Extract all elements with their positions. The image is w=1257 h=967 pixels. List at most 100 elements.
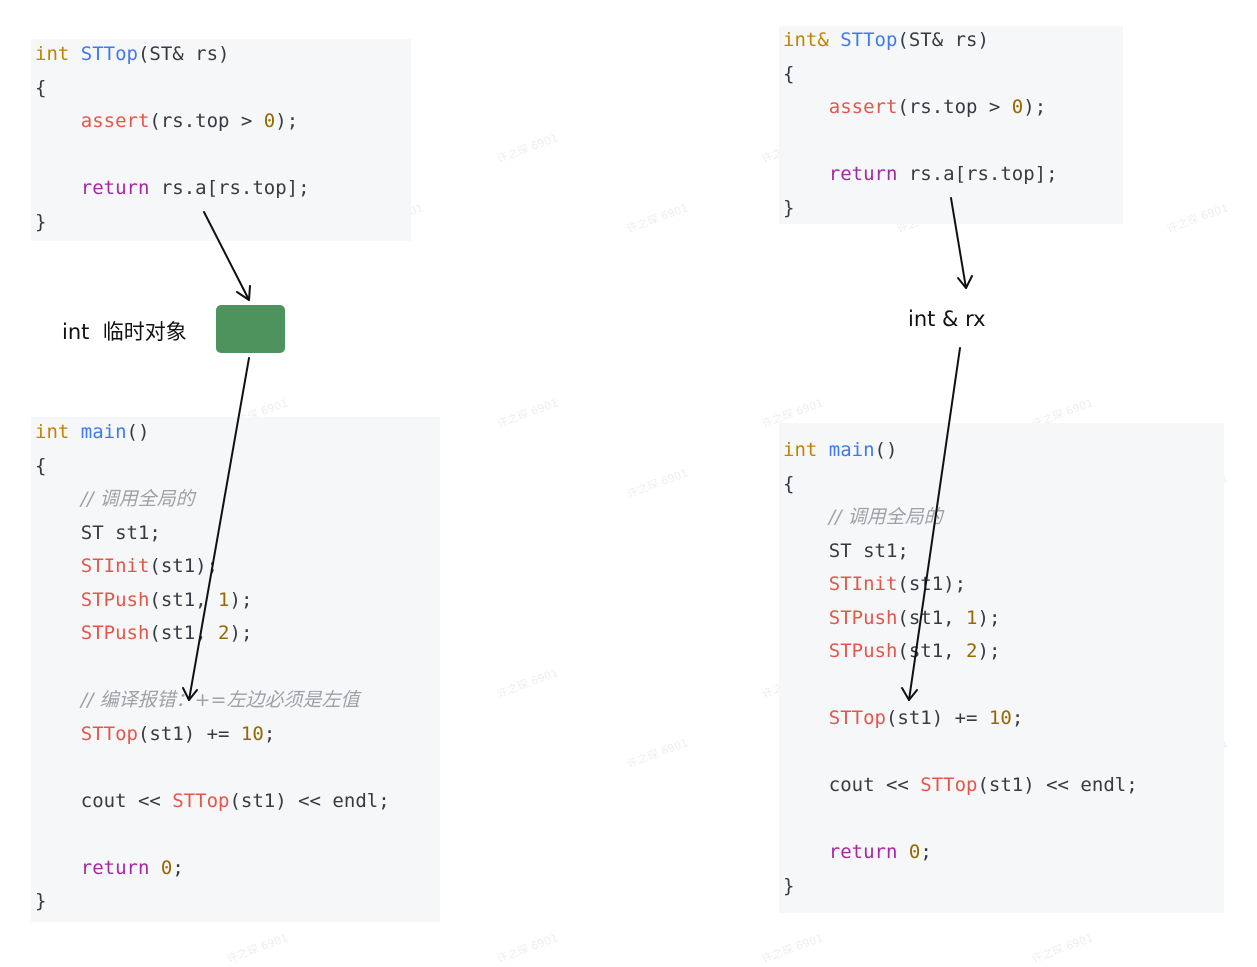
code-token: ; xyxy=(263,722,276,745)
temporary-object-box xyxy=(216,305,285,353)
code-token: return xyxy=(80,856,150,879)
code-token: return xyxy=(828,841,898,863)
left-temp-object-label: int 临时对象 xyxy=(62,320,187,344)
right-main-code-block: int main(){ // 调用全局的 ST st1; STInit(st1)… xyxy=(779,423,1224,913)
code-token: (st1, xyxy=(149,588,219,611)
code-line: cout << STTop(st1) << endl; xyxy=(35,789,390,813)
code-line: return 0; xyxy=(35,856,184,880)
code-line: assert(rs.top > 0); xyxy=(35,109,298,133)
code-token: (st1) << endl; xyxy=(229,789,390,812)
code-token: (rs.top > xyxy=(149,110,264,132)
code-token: (st1, xyxy=(897,640,967,662)
code-token: } xyxy=(783,196,795,219)
code-token: 10 xyxy=(240,722,264,745)
code-token: (ST& rs) xyxy=(897,29,989,51)
code-token: () xyxy=(874,439,898,461)
code-token: (rs.top > xyxy=(897,96,1012,118)
code-line: // 编译报错：+=左边必须是左值 xyxy=(35,688,360,712)
code-token: int xyxy=(783,439,818,461)
code-token: { xyxy=(35,76,47,99)
code-line: // 调用全局的 xyxy=(35,487,195,511)
code-token: // 调用全局的 xyxy=(80,488,195,510)
code-token: 0 xyxy=(1011,96,1024,118)
code-line: int& STTop(ST& rs) xyxy=(783,28,989,52)
code-token: return xyxy=(80,177,150,199)
code-token: () xyxy=(126,421,150,443)
code-line: { xyxy=(35,76,46,100)
code-token: 10 xyxy=(988,707,1012,729)
right-function-code-block: int& STTop(ST& rs){ assert(rs.top > 0); … xyxy=(779,26,1123,224)
code-token: STPush xyxy=(80,622,150,644)
code-token: { xyxy=(783,472,795,495)
code-token: 0 xyxy=(263,110,276,132)
code-token: 1 xyxy=(218,588,230,611)
code-token: { xyxy=(783,62,795,85)
code-token: STPush xyxy=(80,588,150,611)
code-token: (st1) << endl; xyxy=(977,774,1138,796)
code-token: return xyxy=(828,163,898,185)
right-reference-label: int & rx xyxy=(908,307,986,331)
code-token: main xyxy=(80,421,127,443)
code-token: STInit xyxy=(828,573,898,595)
code-line: int main() xyxy=(783,438,897,462)
code-token: ); xyxy=(229,588,253,611)
code-token: (ST& rs) xyxy=(137,43,230,65)
code-token: 1 xyxy=(966,606,978,629)
code-line: int main() xyxy=(35,420,149,444)
code-line: } xyxy=(783,874,794,898)
code-token: 0 xyxy=(908,841,921,863)
code-line: return rs.a[rs.top]; xyxy=(35,176,310,200)
code-token: 0 xyxy=(160,856,173,879)
code-token: // 编译报错：+=左边必须是左值 xyxy=(80,689,360,711)
code-token: ; xyxy=(172,856,184,879)
code-line: { xyxy=(35,454,46,478)
code-line: assert(rs.top > 0); xyxy=(783,95,1046,119)
code-line: return rs.a[rs.top]; xyxy=(783,162,1058,186)
code-line: } xyxy=(783,196,794,220)
code-token: ; xyxy=(1011,707,1024,729)
code-token: 2 xyxy=(218,622,230,644)
code-token: STPush xyxy=(828,606,898,629)
code-token: (st1, xyxy=(897,606,967,629)
code-token: (st1, xyxy=(149,622,219,644)
code-token: STTop xyxy=(80,43,138,65)
code-token: } xyxy=(783,874,795,897)
left-main-code-block: int main() { // 调用全局的 ST st1; STInit (st1)… xyxy=(31,417,440,922)
code-token: STTop xyxy=(172,789,230,812)
code-line: int STTop(ST& rs) xyxy=(35,42,230,66)
code-token: (st1) += xyxy=(885,707,989,729)
code-line: STPush(st1, 1); xyxy=(783,606,1001,630)
code-line: STPush(st1, 1); xyxy=(35,588,253,612)
code-line: ST st1; xyxy=(35,521,161,545)
code-token: ); xyxy=(229,622,253,644)
arrow-temp-object-to-sttop-call xyxy=(182,357,250,701)
code-token: ; xyxy=(920,841,932,863)
code-token: assert xyxy=(828,96,898,118)
code-token: assert xyxy=(80,110,150,132)
code-token: int& xyxy=(783,29,829,51)
code-line: cout << STTop(st1) << endl; xyxy=(783,773,1138,797)
code-line: STPush(st1, 2); xyxy=(783,639,1001,663)
code-token: main xyxy=(828,439,875,461)
code-line: STTop(st1) += 10; xyxy=(35,722,276,746)
code-line: { xyxy=(783,472,794,496)
code-token: (st1); xyxy=(897,573,967,595)
code-token: { xyxy=(35,454,47,477)
left-function-code-block: int STTop(ST& rs) { assert(rs.top > 0); r… xyxy=(31,39,411,241)
code-token: rs.a[rs.top]; xyxy=(149,177,310,199)
code-token: STTop xyxy=(828,707,886,729)
code-token: ); xyxy=(275,110,299,132)
code-token: } xyxy=(35,210,47,233)
code-token: STInit xyxy=(80,555,150,577)
code-line: ST st1; xyxy=(783,539,909,563)
code-token: rs.a[rs.top]; xyxy=(897,163,1058,185)
code-line: } xyxy=(35,210,46,234)
code-token: 2 xyxy=(966,640,978,662)
code-token: ); xyxy=(1023,96,1047,118)
code-token: STTop xyxy=(920,774,978,796)
code-token: int xyxy=(35,43,70,65)
code-token: STTop xyxy=(80,722,138,745)
code-line: { xyxy=(783,62,794,86)
code-token: } xyxy=(35,890,47,912)
